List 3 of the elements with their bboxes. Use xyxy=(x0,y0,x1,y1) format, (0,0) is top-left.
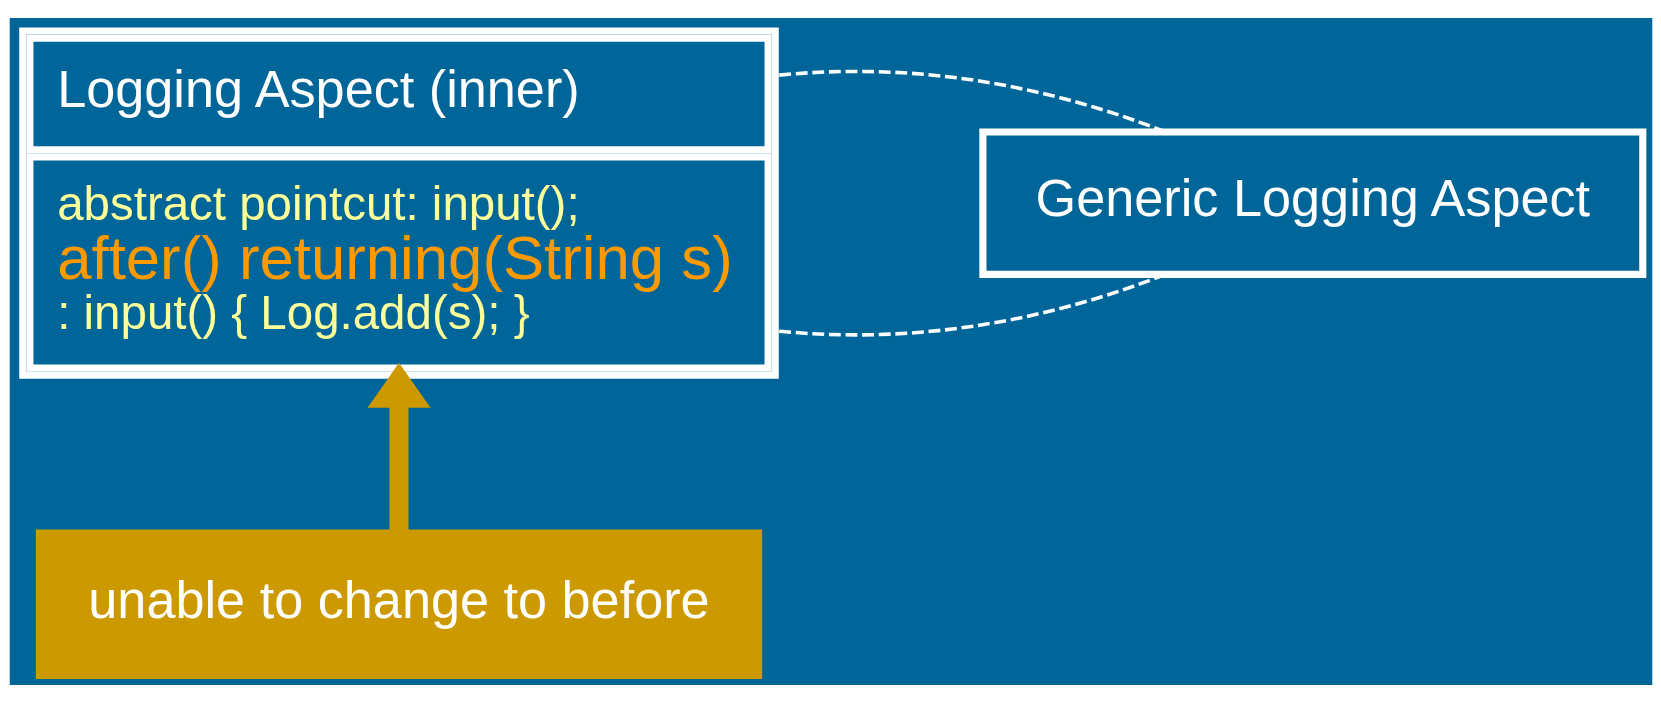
node-box: Generic Logging Aspect xyxy=(978,127,1646,278)
arrow xyxy=(366,362,431,533)
node-box: unable to change to before xyxy=(35,529,762,679)
